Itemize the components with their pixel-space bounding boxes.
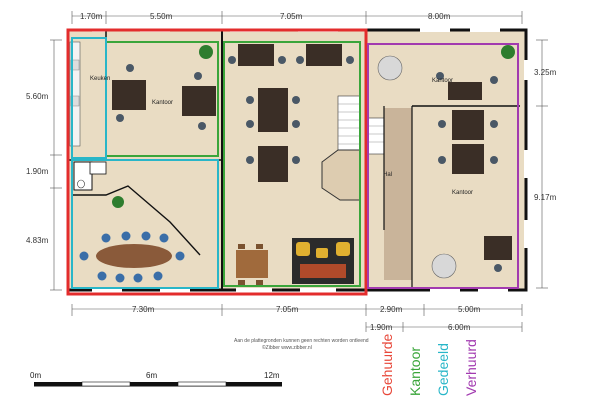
meeting-table — [96, 244, 172, 268]
dim-left-1: 5.60m — [26, 92, 49, 101]
dim-left-3: 4.83m — [26, 236, 49, 245]
dim-bottom2-2: 6.00m — [448, 323, 471, 332]
scale-label-0: 0m — [30, 371, 41, 380]
kitchen-counter — [69, 41, 81, 147]
room-label-kantoor-right-top: Kantoor — [432, 78, 453, 84]
left-dimensions: 5.60m 1.90m 4.83m — [26, 39, 62, 291]
scale-label-12: 12m — [264, 371, 280, 380]
dim-bottom-1: 7.30m — [132, 305, 155, 314]
dim-bottom-3: 2.90m — [380, 305, 403, 314]
legend-gehuurde: Gehuurde — [379, 334, 395, 396]
disclaimer-line-1: Aan de plattegronden kunnen geen rechten… — [234, 338, 369, 344]
furniture — [79, 44, 515, 285]
dim-top-2: 5.50m — [150, 12, 173, 21]
zone-shared-outline-meeting — [71, 159, 219, 289]
bottom-dimensions: 7.30m 7.05m 2.90m 5.00m 1.90m 6.00m — [71, 304, 523, 332]
zone-shared-outline-kitchen — [71, 37, 107, 159]
right-dimensions: 3.25m 9.17m — [534, 39, 557, 289]
zone-rented-outline — [66, 28, 368, 296]
dim-top-4: 8.00m — [428, 12, 451, 21]
room-label-hal: Hal — [383, 172, 392, 178]
top-dimensions: 1.70m 5.50m 7.05m 8.00m — [71, 11, 523, 24]
scale-bar: 0m 6m 12m — [30, 371, 282, 387]
room-label-keuken: Keuken — [90, 76, 110, 82]
scale-label-6: 6m — [146, 371, 157, 380]
dim-right-2: 9.17m — [534, 193, 557, 202]
disclaimer-line-2: ©Zibber www.zibber.nl — [262, 344, 312, 351]
dim-bottom-4: 5.00m — [458, 305, 481, 314]
meeting-room-diagonal — [72, 185, 201, 256]
legend: Gehuurde Kantoor Gedeeld Verhuurd — [379, 334, 479, 396]
room-label-kantoor-left: Kantoor — [152, 100, 173, 106]
dim-right-1: 3.25m — [534, 68, 557, 77]
legend-kantoor: Kantoor — [407, 347, 423, 396]
dim-bottom2-1: 1.90m — [370, 323, 393, 332]
plant-icon — [112, 45, 515, 208]
dim-top-1: 1.70m — [80, 12, 103, 21]
legend-gedeeld: Gedeeld — [435, 343, 451, 396]
zone-office-outline-center — [223, 41, 361, 287]
legend-verhuurd: Verhuurd — [463, 339, 479, 396]
zone-leased-outline — [367, 43, 519, 289]
staircase — [337, 95, 385, 155]
dim-bottom-2: 7.05m — [276, 305, 299, 314]
room-label-kantoor-right: Kantoor — [452, 190, 473, 196]
dim-top-3: 7.05m — [280, 12, 303, 21]
dim-left-2: 1.90m — [26, 167, 49, 176]
